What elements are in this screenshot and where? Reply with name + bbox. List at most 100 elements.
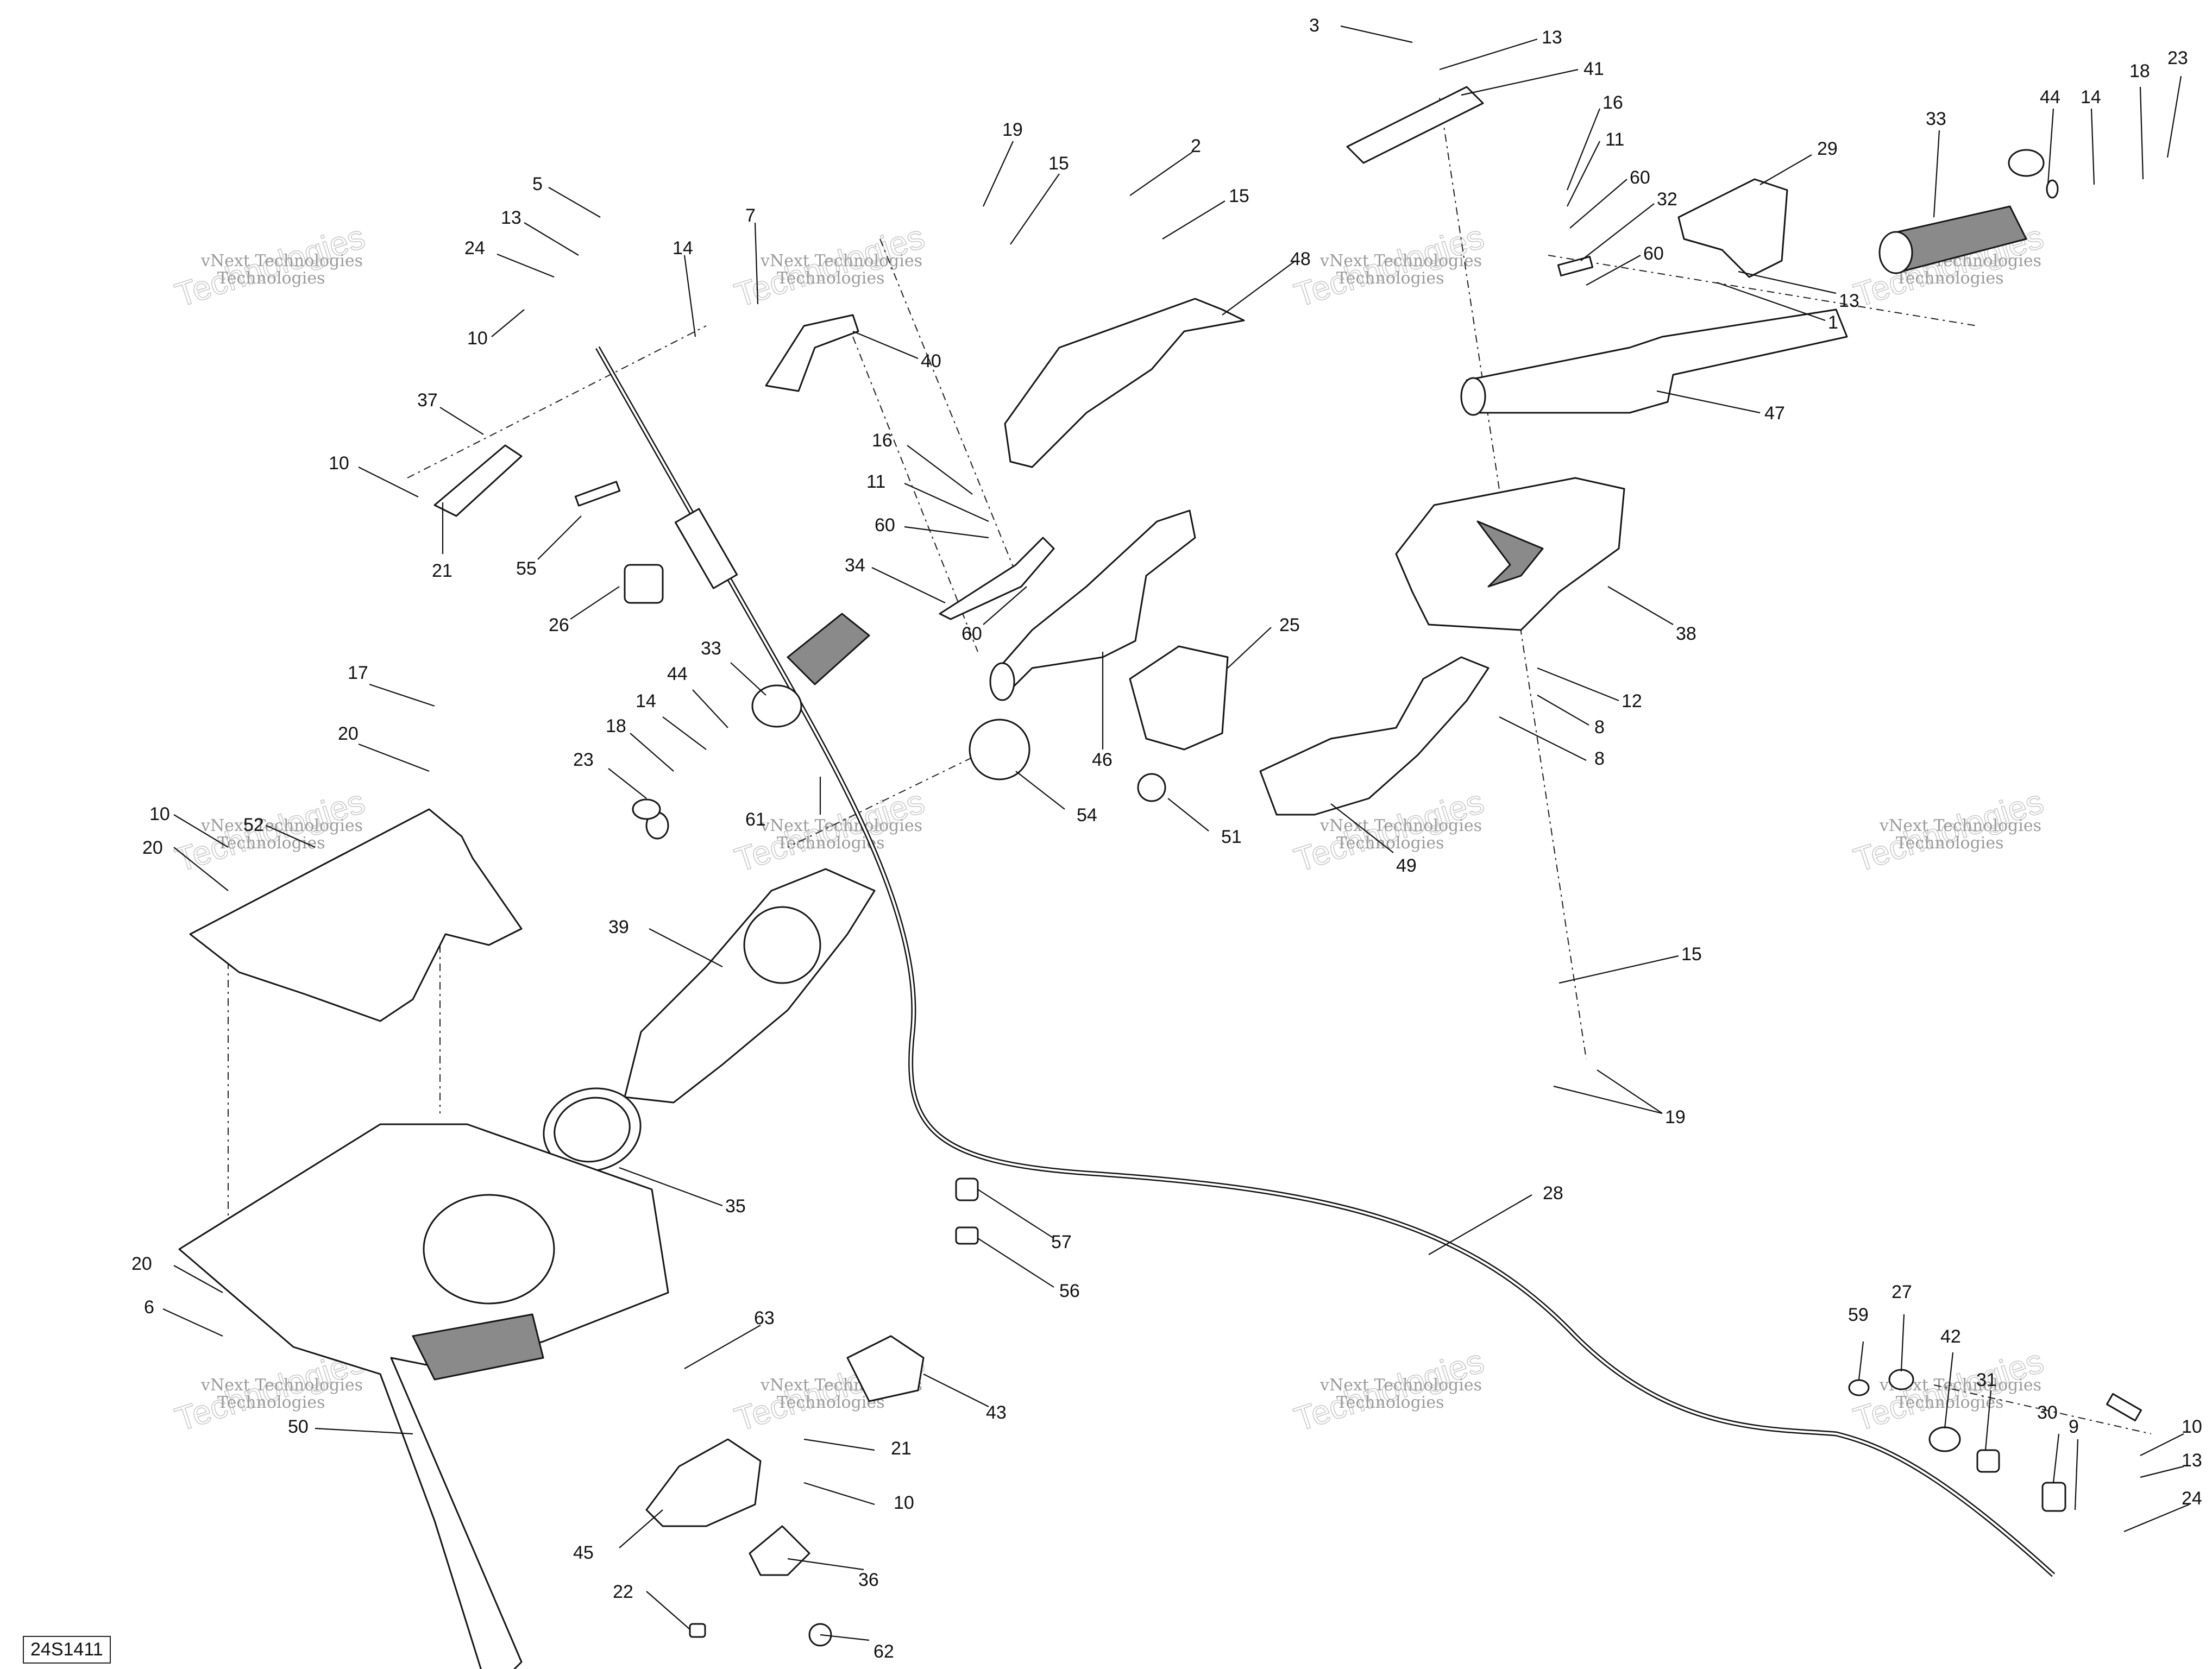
callout-29: 29 (1817, 138, 1838, 159)
callout-38: 38 (1676, 623, 1696, 644)
callout-20: 20 (338, 723, 359, 744)
callout-57: 57 (1051, 1232, 1072, 1252)
callout-36: 36 (858, 1570, 879, 1590)
callout-14: 14 (2081, 87, 2101, 108)
callout-13: 13 (1839, 291, 1859, 311)
watermark-text-2: Technologies (217, 269, 325, 288)
callout-43: 43 (986, 1402, 1007, 1423)
watermark-text: vNext Technologies (200, 1376, 363, 1395)
callout-60: 60 (1630, 167, 1650, 188)
callout-21: 21 (432, 560, 453, 581)
callout-16: 16 (872, 430, 893, 451)
callout-26: 26 (549, 615, 569, 635)
parts (178, 86, 2142, 1669)
callout-10: 10 (2182, 1416, 2202, 1437)
callout-46: 46 (1092, 750, 1113, 770)
callout-11: 11 (1605, 129, 1624, 150)
callout-2: 2 (1191, 136, 1201, 156)
callout-16: 16 (1603, 92, 1623, 113)
callout-49: 49 (1396, 855, 1417, 876)
callout-48: 48 (1290, 249, 1311, 269)
callout-63: 63 (754, 1308, 775, 1328)
callout-44: 44 (2040, 87, 2060, 108)
watermark-text-2: Technologies (217, 834, 325, 853)
callout-31: 31 (1976, 1370, 1997, 1390)
watermark-text: vNext Technologies (1879, 816, 2041, 835)
callout-17: 17 (348, 663, 368, 683)
callout-10: 10 (149, 804, 170, 824)
watermark-text-2: Technologies (1896, 834, 2004, 853)
callout-37: 37 (417, 390, 438, 411)
callout-13: 13 (501, 207, 521, 228)
callout-1: 1 (1828, 312, 1838, 333)
callout-45: 45 (573, 1542, 594, 1563)
callout-8: 8 (1594, 717, 1605, 738)
callout-47: 47 (1764, 403, 1785, 424)
watermark-text-2: Technologies (1896, 269, 2004, 288)
callout-23: 23 (2167, 48, 2188, 68)
callout-15: 15 (1681, 944, 1702, 965)
callout-61: 61 (745, 809, 766, 830)
callout-33: 33 (701, 638, 721, 659)
callout-34: 34 (845, 555, 865, 576)
callout-15: 15 (1229, 186, 1249, 206)
callout-10: 10 (467, 328, 488, 349)
callout-44: 44 (667, 664, 688, 684)
callout-13: 13 (1542, 27, 1562, 48)
callout-25: 25 (1279, 615, 1300, 635)
figure-code-label: 24S1411 (23, 1636, 111, 1664)
callout-23: 23 (573, 750, 594, 770)
callout-19: 19 (1665, 1107, 1686, 1128)
callout-50: 50 (288, 1416, 309, 1437)
callout-8: 8 (1594, 748, 1605, 769)
callout-42: 42 (1940, 1326, 1961, 1347)
callout-6: 6 (144, 1297, 154, 1318)
cable-28 (595, 346, 2056, 1577)
callout-60: 60 (1643, 243, 1664, 264)
callout-10: 10 (894, 1492, 914, 1513)
callout-18: 18 (606, 716, 626, 736)
callout-60: 60 (875, 515, 895, 536)
watermark-text: vNext Technologies (760, 251, 922, 270)
watermark-text: vNext Technologies (760, 816, 922, 835)
watermark-text-2: Technologies (217, 1393, 325, 1412)
callout-20: 20 (142, 837, 163, 858)
callout-14: 14 (673, 238, 693, 259)
callout-10: 10 (329, 453, 349, 474)
callout-22: 22 (613, 1582, 633, 1602)
callout-15: 15 (1048, 153, 1069, 174)
callout-19: 19 (1002, 119, 1023, 140)
callout-32: 32 (1657, 189, 1677, 210)
callout-5: 5 (532, 174, 543, 194)
callout-40: 40 (921, 351, 941, 371)
callout-55: 55 (516, 558, 537, 579)
callout-33: 33 (1926, 109, 1946, 129)
callout-28: 28 (1543, 1183, 1563, 1204)
watermark-text: vNext Technologies (1319, 816, 1482, 835)
callout-9: 9 (2069, 1416, 2079, 1437)
callout-24: 24 (464, 238, 485, 259)
watermark-text: vNext Technologies (1319, 251, 1482, 270)
callout-24: 24 (2182, 1488, 2202, 1509)
callout-14: 14 (636, 691, 656, 711)
watermark-text: vNext Technologies (1319, 1376, 1482, 1395)
callout-52: 52 (243, 815, 264, 835)
callout-3: 3 (1309, 15, 1319, 36)
watermark-text-2: Technologies (1896, 1393, 2004, 1412)
watermark-text: vNext Technologies (200, 251, 363, 270)
watermark-text-2: Technologies (1336, 1393, 1444, 1412)
callout-30: 30 (2037, 1402, 2058, 1423)
callout-7: 7 (745, 205, 756, 226)
callout-35: 35 (725, 1196, 746, 1217)
callout-11: 11 (866, 471, 885, 492)
callout-12: 12 (1622, 691, 1642, 711)
callout-layer: 3 13 41 16 11 60 32 60 29 33 44 14 18 23… (131, 15, 2202, 1662)
callout-41: 41 (1583, 59, 1604, 79)
callout-21: 21 (891, 1438, 912, 1459)
